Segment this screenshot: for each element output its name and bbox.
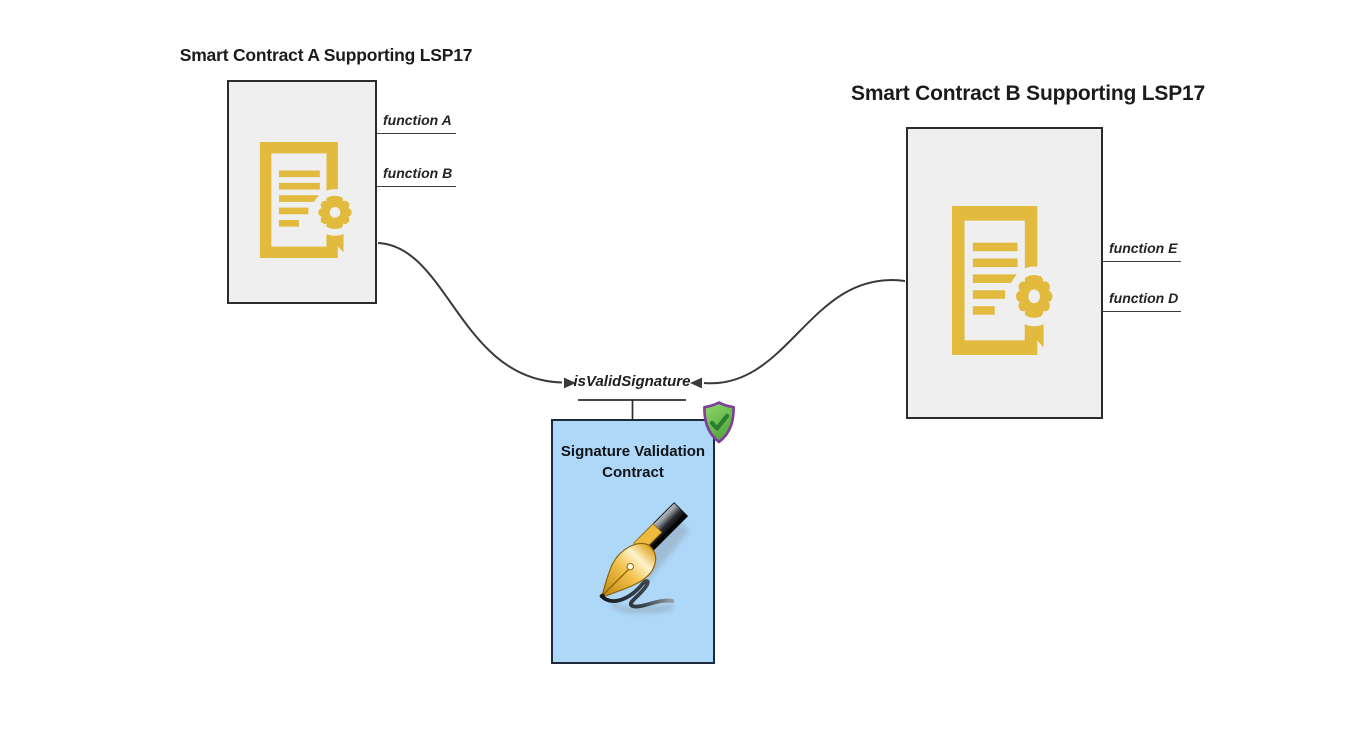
- validator-contract-box: Signature Validation Contract: [551, 419, 715, 664]
- contract-a-box: [227, 80, 377, 304]
- function-d-label: function D: [1103, 290, 1181, 312]
- certificate-icon: [259, 142, 354, 258]
- contract-a-title: Smart Contract A Supporting LSP17: [179, 45, 473, 65]
- signature-squiggle: [599, 579, 675, 609]
- arrowhead-left-icon: [690, 377, 702, 389]
- validator-title-line2: Contract: [602, 464, 664, 481]
- validator-contract-title: Signature Validation Contract: [553, 441, 713, 483]
- contract-b-box: [906, 127, 1103, 419]
- pen-signature-icon: [599, 502, 690, 614]
- checkmark-icon: [709, 413, 730, 431]
- function-b-label: function B: [377, 165, 456, 187]
- shield-check-icon: [703, 401, 735, 444]
- certificate-icon: [951, 206, 1055, 355]
- connector-b-to-validator: [703, 279, 906, 385]
- contract-b-title: Smart Contract B Supporting LSP17: [851, 82, 1205, 105]
- function-a-label: function A: [377, 112, 456, 134]
- validator-title-line1: Signature Validation: [560, 443, 706, 460]
- function-e-label: function E: [1103, 240, 1181, 262]
- isvalidsignature-label: isValidSignature: [573, 373, 691, 390]
- pen-nib: [600, 543, 657, 599]
- connector-a-to-validator: [377, 242, 563, 384]
